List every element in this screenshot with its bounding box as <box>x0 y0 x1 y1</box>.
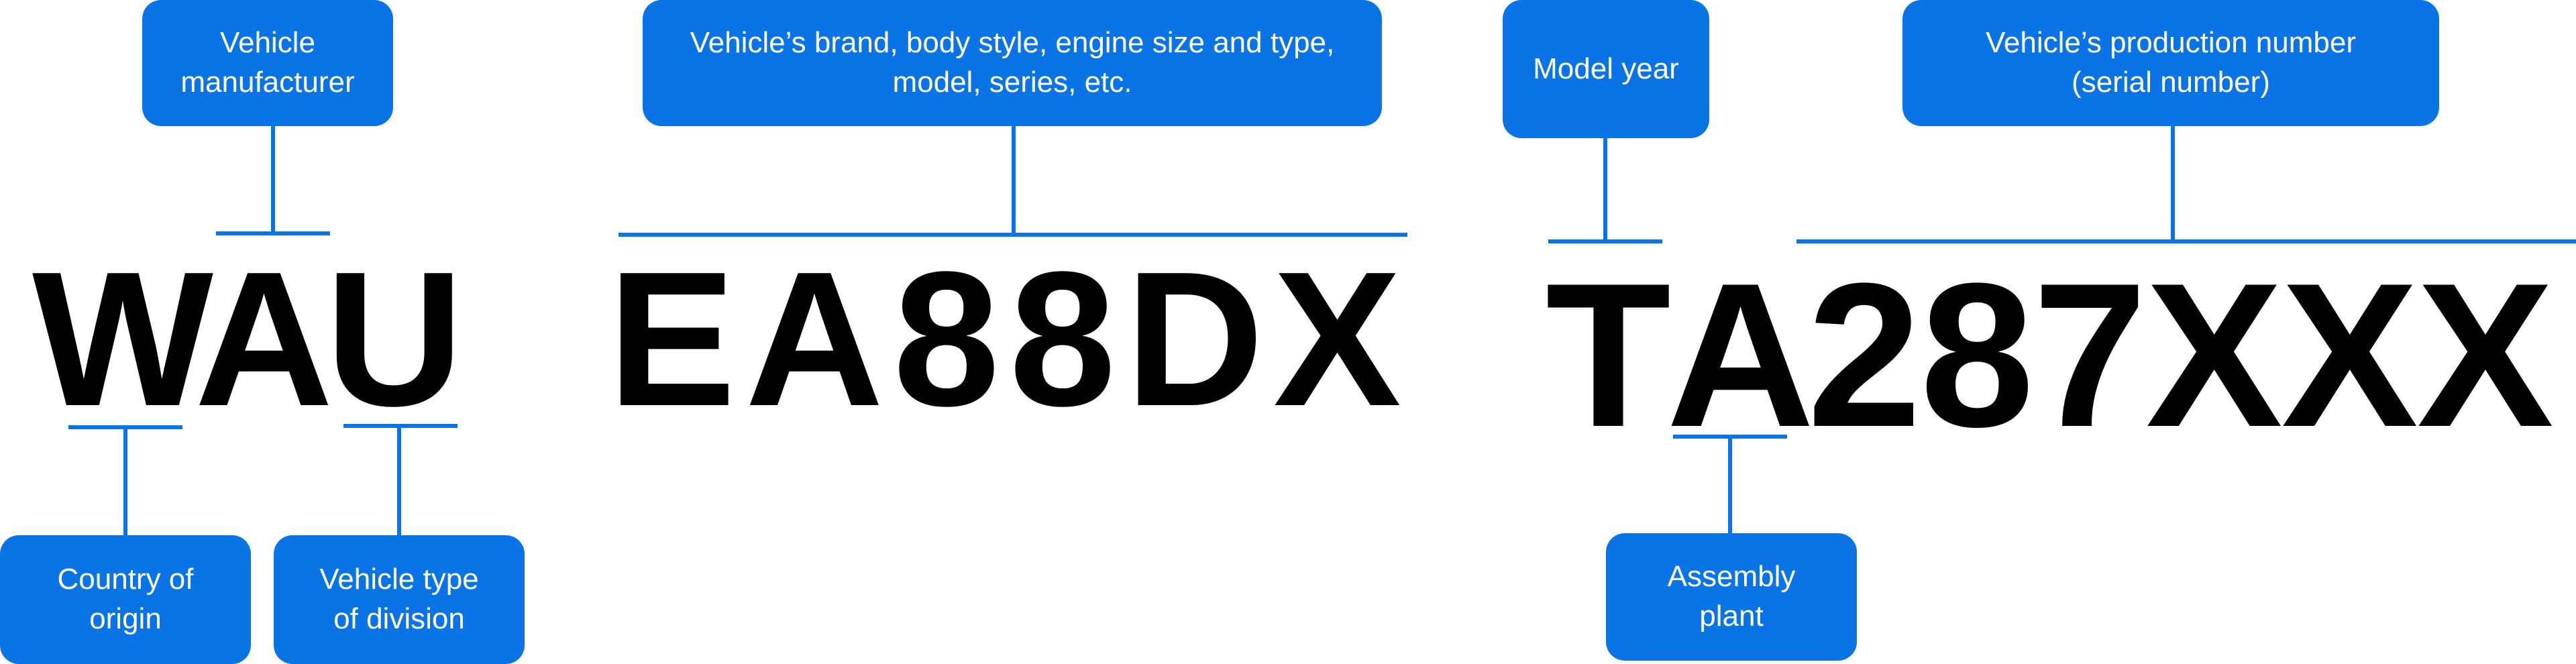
country-label-line-2: origin <box>89 602 162 635</box>
manufacturer-label-line-1: Vehicle <box>220 26 315 60</box>
vehicle-type-label: Vehicle type of division <box>274 535 525 664</box>
vin-year-character: T <box>1546 240 1671 469</box>
vehicle-type-label-line-1: Vehicle type <box>319 563 479 596</box>
descriptor-bracket <box>619 233 1407 237</box>
manufacturer-label-line-2: manufacturer <box>180 66 355 99</box>
descriptor-label-line-2: model, series, etc. <box>892 66 1132 99</box>
vin-vds: EA88DX <box>608 231 1411 446</box>
vehicle-type-connector-stem <box>397 426 401 537</box>
production-number-bracket <box>1796 239 2576 243</box>
model-year-bracket <box>1548 239 1662 243</box>
country-of-origin-label: Country of origin <box>0 535 251 664</box>
manufacturer-connector-stem <box>271 126 275 233</box>
manufacturer-label: Vehicle manufacturer <box>142 0 393 126</box>
production-number-label: Vehicle’s production number (serial numb… <box>1902 0 2439 126</box>
descriptor-label-line-1: Vehicle’s brand, body style, engine size… <box>690 26 1335 60</box>
manufacturer-bracket <box>216 231 330 235</box>
model-year-connector-stem <box>1603 138 1607 241</box>
descriptor-connector-stem <box>1012 126 1016 233</box>
vin-serial: 287XXX <box>1807 240 2554 469</box>
vehicle-type-label-line-2: of division <box>333 602 465 635</box>
model-year-label-line-1: Model year <box>1533 52 1679 85</box>
assembly-label-line-2: plant <box>1699 600 1764 632</box>
assembly-connector-stem <box>1728 437 1732 535</box>
production-number-label-line-1: Vehicle’s production number <box>1986 26 2356 60</box>
country-label-line-1: Country of <box>57 563 194 596</box>
vin-plant-character: A <box>1666 240 1815 469</box>
production-number-label-line-2: (serial number) <box>2072 66 2270 99</box>
assembly-label-line-1: Assembly <box>1667 560 1796 594</box>
country-connector-stem <box>123 427 127 537</box>
vin-wmi: WAU <box>32 231 464 446</box>
assembly-plant-label: Assembly plant <box>1606 533 1857 661</box>
descriptor-label: Vehicle’s brand, body style, engine size… <box>643 0 1382 126</box>
production-number-connector-stem <box>2171 126 2175 241</box>
model-year-label: Model year <box>1503 0 1709 138</box>
